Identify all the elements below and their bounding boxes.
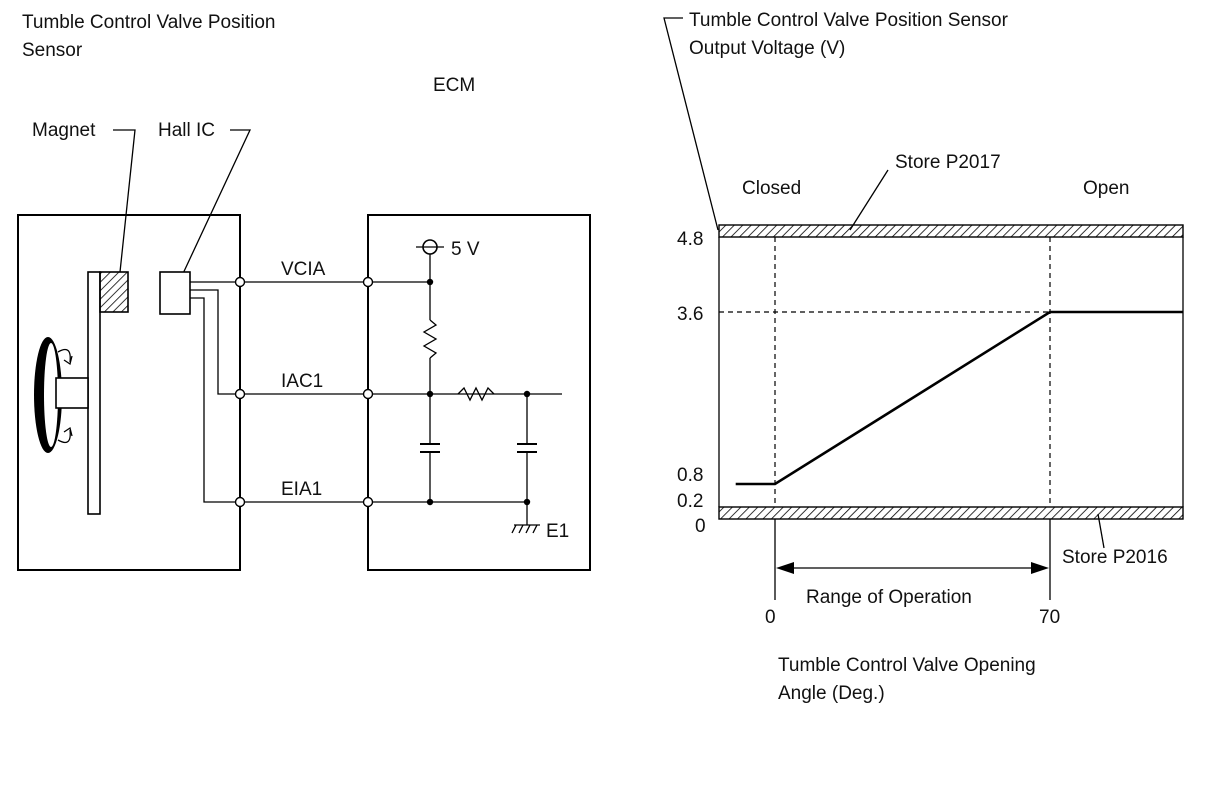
x-axis-title-line1: Tumble Control Valve Opening [778, 655, 1036, 676]
valve-shaft [87, 271, 101, 515]
magnet-leader [113, 129, 136, 273]
label-vcia: VCIA [281, 259, 326, 280]
magnet-label: Magnet [32, 120, 96, 141]
upper-fault-leader [849, 169, 889, 231]
y-tick-label: 0.2 [677, 491, 703, 512]
hall-ic-label: Hall IC [158, 120, 215, 141]
pullup-resistor-icon [422, 319, 438, 359]
range-arrow-right-icon [1031, 562, 1049, 574]
junction-dot [426, 498, 434, 506]
sensor-title-line2: Sensor [22, 40, 83, 61]
x-tick-label: 70 [1039, 607, 1060, 628]
ground-label: E1 [546, 521, 569, 542]
label-eia1: EIA1 [281, 479, 322, 500]
rotation-icon [34, 337, 89, 453]
ecm-terminal-vcia [362, 276, 374, 288]
y-title-leader [663, 17, 719, 231]
label-iac1: IAC1 [281, 371, 323, 392]
y-tick-label: 0.8 [677, 465, 703, 486]
sensor-terminal-eia1 [234, 496, 246, 508]
range-arrow-left-icon [776, 562, 794, 574]
upper-fault-label: Store P2017 [895, 152, 1001, 173]
hall-ic-leader [179, 129, 252, 281]
junction-dot [426, 278, 434, 286]
x-tick-label: 0 [765, 607, 776, 628]
ecm-terminal-eia1 [362, 496, 374, 508]
sensor-title-line1: Tumble Control Valve Position [22, 12, 275, 33]
wire-hall-iac1 [190, 289, 240, 395]
x-axis-title-line2: Angle (Deg.) [778, 683, 885, 704]
lower-fault-band [718, 506, 1184, 520]
ecm-terminal-iac1 [362, 388, 374, 400]
sensor-terminal-vcia [234, 276, 246, 288]
magnet-block [99, 271, 129, 313]
lower-fault-label: Store P2016 [1062, 547, 1168, 568]
y-axis-title-line2: Output Voltage (V) [689, 38, 845, 59]
closed-label: Closed [742, 178, 801, 199]
supply-label: 5 V [451, 239, 480, 260]
voltage-graph: Tumble Control Valve Position Sensor Out… [663, 10, 1184, 704]
junction-dot [426, 390, 434, 398]
upper-fault-band [718, 224, 1184, 238]
y-axis-title-line1: Tumble Control Valve Position Sensor [689, 10, 1009, 31]
range-label: Range of Operation [806, 587, 972, 608]
ecm-box [367, 214, 591, 571]
junction-dot [523, 498, 531, 506]
output-voltage-line [735, 310, 1183, 486]
lower-fault-leader [1097, 513, 1105, 549]
hall-ic-chip [159, 271, 191, 315]
open-label: Open [1083, 178, 1129, 199]
wire-hall-eia1 [190, 297, 240, 503]
sensor-terminal-iac1 [234, 388, 246, 400]
ecm-label: ECM [433, 75, 475, 96]
series-resistor-icon [457, 386, 495, 402]
y-tick-label: 4.8 [677, 229, 703, 250]
y-tick-label: 0 [695, 516, 706, 537]
y-tick-label: 3.6 [677, 304, 703, 325]
circuit-diagram: Tumble Control Valve Position Sensor ECM… [17, 12, 591, 571]
junction-dot [523, 390, 531, 398]
ground-icon [511, 524, 538, 534]
